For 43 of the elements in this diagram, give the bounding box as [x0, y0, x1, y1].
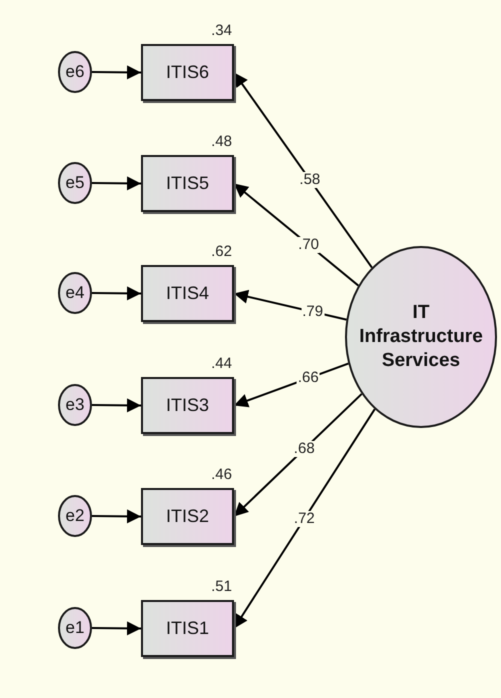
- error-term-name: e4: [66, 282, 84, 304]
- arrow: [234, 290, 347, 321]
- latent-variable-name: IT Infrastructure Services: [358, 301, 484, 373]
- edge-label: .66: [296, 370, 320, 386]
- r-squared-value: .34: [211, 22, 232, 39]
- error-term-circle: [58, 495, 92, 537]
- variable-name: ITIS3: [166, 394, 209, 417]
- edge-label: .58: [298, 172, 322, 188]
- arrow: [92, 176, 142, 190]
- arrow: [234, 362, 349, 408]
- error-term-name: e3: [66, 394, 84, 416]
- error-term-name: e5: [66, 172, 84, 194]
- arrow: [233, 182, 359, 286]
- arrow: [92, 509, 142, 524]
- arrow: [233, 72, 373, 268]
- edge-label: .72: [292, 510, 316, 527]
- error-term-name: e1: [66, 617, 84, 639]
- edge-label: .70: [297, 236, 320, 253]
- r-squared-value: .62: [211, 243, 232, 260]
- error-term-name: e6: [66, 61, 84, 83]
- error-term-circle: [58, 162, 92, 204]
- variable-name: ITIS6: [166, 61, 209, 84]
- latent-variable-ellipse: [345, 246, 497, 428]
- arrow: [92, 65, 142, 80]
- arrow: [233, 408, 376, 630]
- r-squared-value: .48: [211, 133, 232, 150]
- arrow: [92, 398, 142, 412]
- variable-name: ITIS1: [166, 617, 209, 640]
- edge-label: .68: [292, 441, 316, 458]
- variable-name: ITIS2: [166, 505, 209, 528]
- error-term-circle: [58, 272, 92, 314]
- variable-name: ITIS4: [166, 282, 209, 305]
- r-squared-value: .51: [211, 578, 232, 595]
- r-squared-value: .44: [211, 355, 232, 372]
- error-term-circle: [58, 384, 92, 426]
- arrow: [92, 286, 142, 300]
- r-squared-value: .46: [211, 466, 232, 483]
- error-term-circle: [58, 607, 92, 649]
- variable-name: ITIS5: [166, 172, 209, 195]
- arrow: [233, 393, 362, 518]
- arrow: [92, 621, 142, 636]
- error-term-circle: [58, 51, 92, 93]
- error-term-name: e2: [66, 505, 84, 527]
